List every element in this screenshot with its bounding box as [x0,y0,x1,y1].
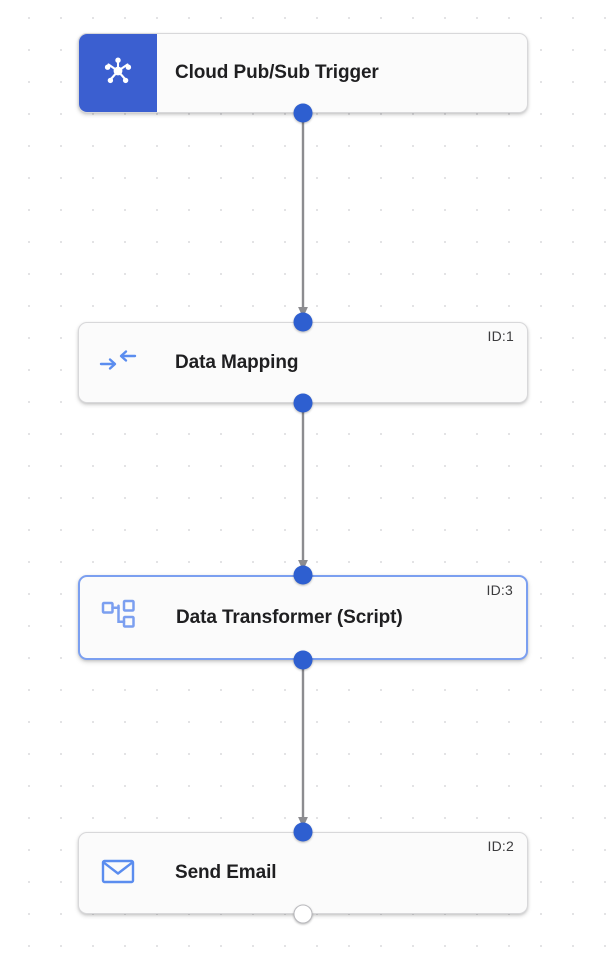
node-title: Data Transformer (Script) [176,606,403,628]
input-port-data-transformer-script[interactable] [293,565,313,585]
node-id-label: ID:1 [487,328,514,344]
node-data-transformer-script[interactable]: ID:3 Data Transformer (Script) [78,575,528,660]
node-icon-cell [80,577,158,658]
node-id-label: ID:2 [487,838,514,854]
node-icon-cell [79,323,157,402]
node-body: ID:2 Send Email [157,833,527,913]
node-title: Send Email [175,862,277,883]
node-body: Cloud Pub/Sub Trigger [157,34,527,112]
data-mapping-arrows-icon [99,347,137,378]
send-email-envelope-icon [100,856,136,891]
node-title: Cloud Pub/Sub Trigger [175,62,379,83]
output-port-send-email[interactable] [293,904,313,924]
node-body: ID:3 Data Transformer (Script) [158,577,526,658]
output-port-data-transformer-script[interactable] [293,650,313,670]
node-data-mapping[interactable]: ID:1 Data Mapping [78,322,528,403]
node-body: ID:1 Data Mapping [157,323,527,402]
node-id-label: ID:3 [486,582,513,598]
node-send-email[interactable]: ID:2 Send Email [78,832,528,914]
data-transformer-hierarchy-icon [100,598,138,637]
input-port-data-mapping[interactable] [293,312,313,332]
node-title: Data Mapping [175,351,299,373]
input-port-send-email[interactable] [293,822,313,842]
node-cloud-pubsub-trigger[interactable]: Cloud Pub/Sub Trigger [78,33,528,113]
output-port-cloud-pubsub-trigger[interactable] [293,103,313,123]
cloud-pubsub-hub-icon [100,53,136,94]
output-port-data-mapping[interactable] [293,393,313,413]
node-icon-cell [79,833,157,913]
trigger-icon-block [79,34,157,112]
